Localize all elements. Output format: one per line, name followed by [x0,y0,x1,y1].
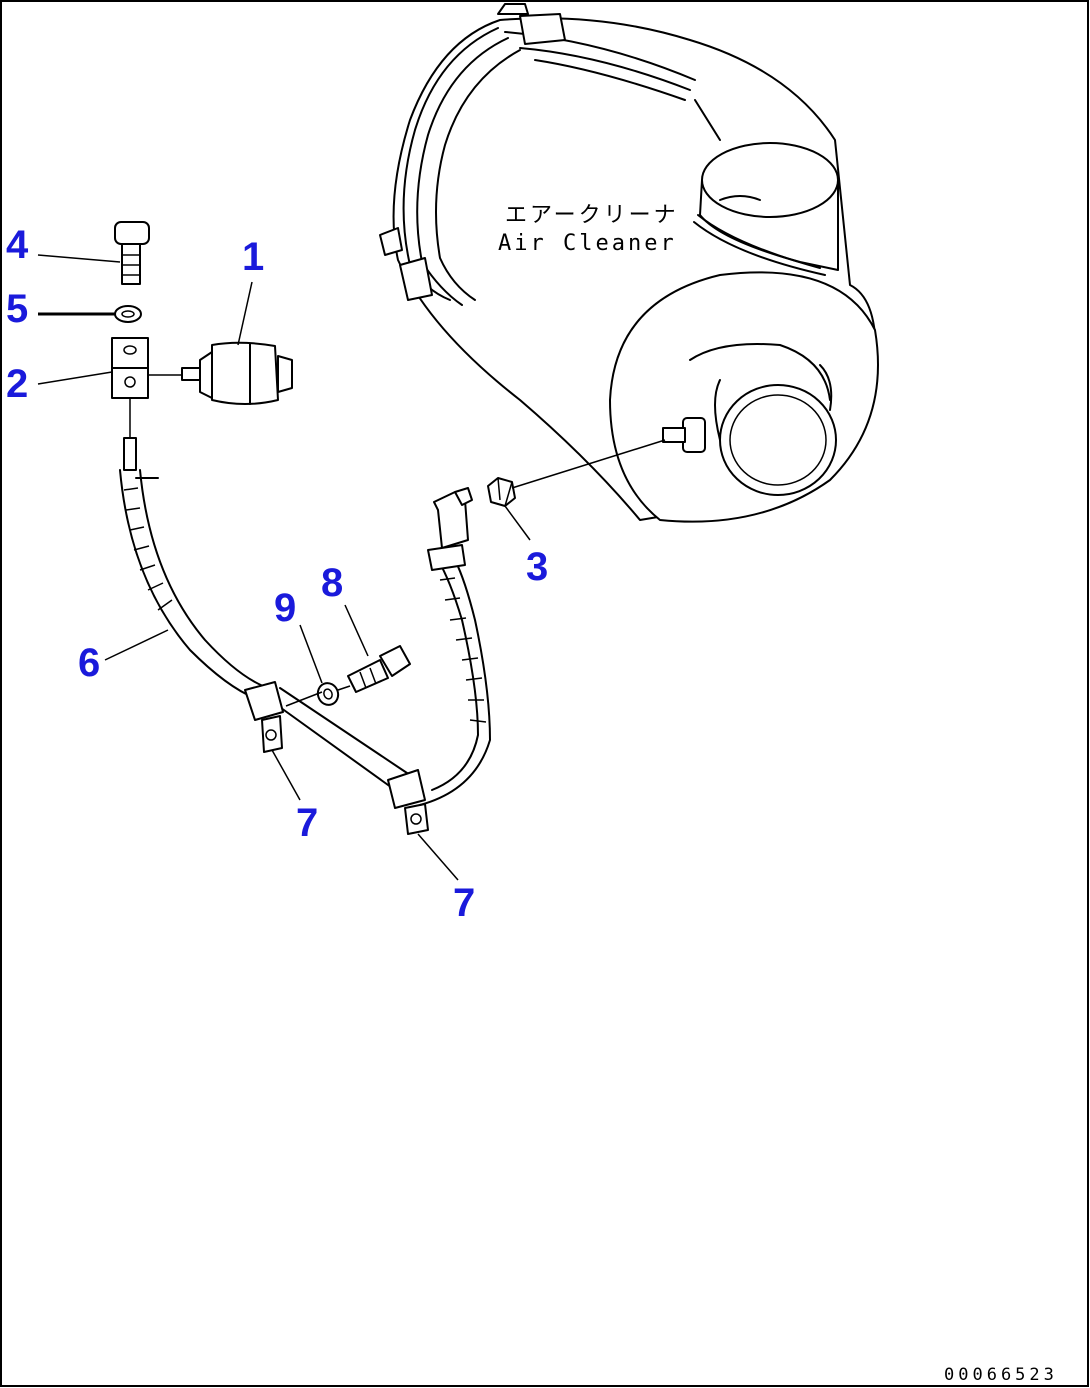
bolt-8 [347,645,411,693]
document-number: 00066523 [944,1365,1058,1385]
callout-6: 6 [78,641,100,685]
vacuum-switch-1 [181,341,293,405]
air-cleaner-drawing: エアークリーナ Air Cleaner [379,3,879,523]
callout-1: 1 [242,235,264,279]
callout-7a: 7 [296,801,318,845]
callout-5: 5 [6,287,28,331]
bolt-4 [114,221,150,285]
washer-9 [316,682,340,706]
bracket-2 [111,337,149,399]
nut-3 [487,477,516,507]
washer-5 [114,305,142,323]
air-cleaner-label-jp: エアークリーナ [505,203,679,228]
hose-6 [119,437,491,835]
callout-2: 2 [6,362,28,406]
callout-4: 4 [6,223,29,267]
callout-9: 9 [274,586,296,630]
callout-8: 8 [321,561,343,605]
leader-lines [37,254,666,881]
air-cleaner-label-en: Air Cleaner [498,231,677,256]
callout-3: 3 [526,545,548,589]
callout-7b: 7 [453,881,475,925]
